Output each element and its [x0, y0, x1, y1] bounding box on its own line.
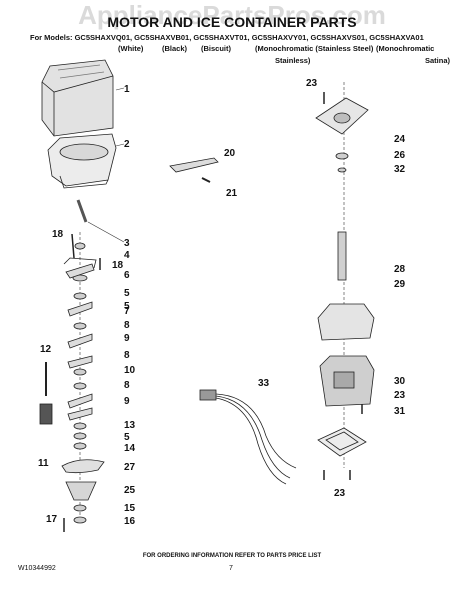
- callout-6: 6: [124, 270, 130, 281]
- container-housing: [47, 133, 117, 189]
- callout-9b: 9: [124, 396, 130, 407]
- callout-33: 33: [258, 378, 270, 389]
- callout-13: 13: [124, 420, 136, 431]
- callout-27: 27: [124, 462, 136, 473]
- callout-31: 31: [394, 406, 406, 417]
- document-number: W10344992: [18, 565, 56, 572]
- watermark: AppliancePartsPros.com: [78, 0, 386, 30]
- crusher-blade: [61, 459, 105, 474]
- shaft-washers: [72, 242, 88, 524]
- callout-30: 30: [394, 376, 406, 387]
- callout-11: 11: [38, 458, 49, 469]
- auger-rod: [76, 199, 88, 223]
- washer-32: [337, 167, 347, 173]
- callout-26: 26: [394, 150, 406, 161]
- page-title: MOTOR AND ICE CONTAINER PARTS: [107, 14, 357, 30]
- callout-17: 17: [46, 514, 58, 525]
- crusher-cone: [65, 481, 97, 501]
- auger-bracket: [63, 257, 97, 269]
- callout-16: 16: [124, 516, 136, 527]
- callout-14: 14: [124, 443, 136, 454]
- callout-5a: 5: [124, 288, 130, 299]
- callout-23c: 23: [334, 488, 346, 499]
- callout-15: 15: [124, 503, 136, 514]
- callout-3: 3: [124, 238, 130, 249]
- callout-21: 21: [226, 188, 238, 199]
- callout-18a: 18: [52, 229, 64, 240]
- callout-2: 2: [124, 139, 130, 150]
- callout-23b: 23: [394, 390, 406, 401]
- variant-stainless-line2: Stainless): [275, 56, 311, 65]
- callout-9a: 9: [124, 333, 130, 344]
- callout-8a: 8: [124, 320, 130, 331]
- callout-29: 29: [394, 279, 406, 290]
- callout-12: 12: [40, 344, 52, 355]
- callout-7: 7: [124, 306, 130, 317]
- drive-shaft: [337, 231, 347, 281]
- wire-harness: [199, 389, 297, 485]
- screw-18a: [71, 233, 75, 259]
- ice-container-bin: [41, 59, 114, 137]
- variant-stainless: (Monochromatic (Stainless Steel): [255, 44, 374, 53]
- callout-1: 1: [124, 84, 130, 95]
- gasket: [317, 427, 367, 457]
- switch-11: [39, 403, 53, 425]
- callout-23a: 23: [306, 78, 318, 89]
- clip-20: [169, 157, 219, 173]
- variant-satina-line2: Satina): [425, 56, 451, 65]
- variant-monochromatic: (Monochromatic: [376, 44, 435, 53]
- callout-8c: 8: [124, 380, 130, 391]
- shaft-blades: [65, 263, 95, 421]
- callout-18b: 18: [112, 260, 124, 271]
- callout-4: 4: [124, 250, 130, 261]
- callout-5b: 5: [124, 301, 130, 312]
- variant-biscuit: (Biscuit): [201, 44, 231, 53]
- model-list: For Models: GC5SHAXVQ01, GC5SHAXVB01, GC…: [30, 33, 424, 42]
- ordering-note: FOR ORDERING INFORMATION REFER TO PARTS …: [142, 553, 322, 559]
- variant-black: (Black): [162, 44, 188, 53]
- callout-32: 32: [394, 164, 406, 175]
- callout-20: 20: [224, 148, 236, 159]
- callout-10: 10: [124, 365, 136, 376]
- page-number: 7: [229, 565, 233, 572]
- spring-21: [201, 177, 211, 183]
- variant-white: (White): [118, 44, 144, 53]
- callout-8b: 8: [124, 350, 130, 361]
- callout-24: 24: [394, 134, 406, 145]
- callout-25: 25: [124, 485, 136, 496]
- callout-28: 28: [394, 264, 406, 275]
- callout-5c: 5: [124, 432, 130, 443]
- motor-cover: [317, 303, 375, 341]
- washer-26: [335, 152, 349, 160]
